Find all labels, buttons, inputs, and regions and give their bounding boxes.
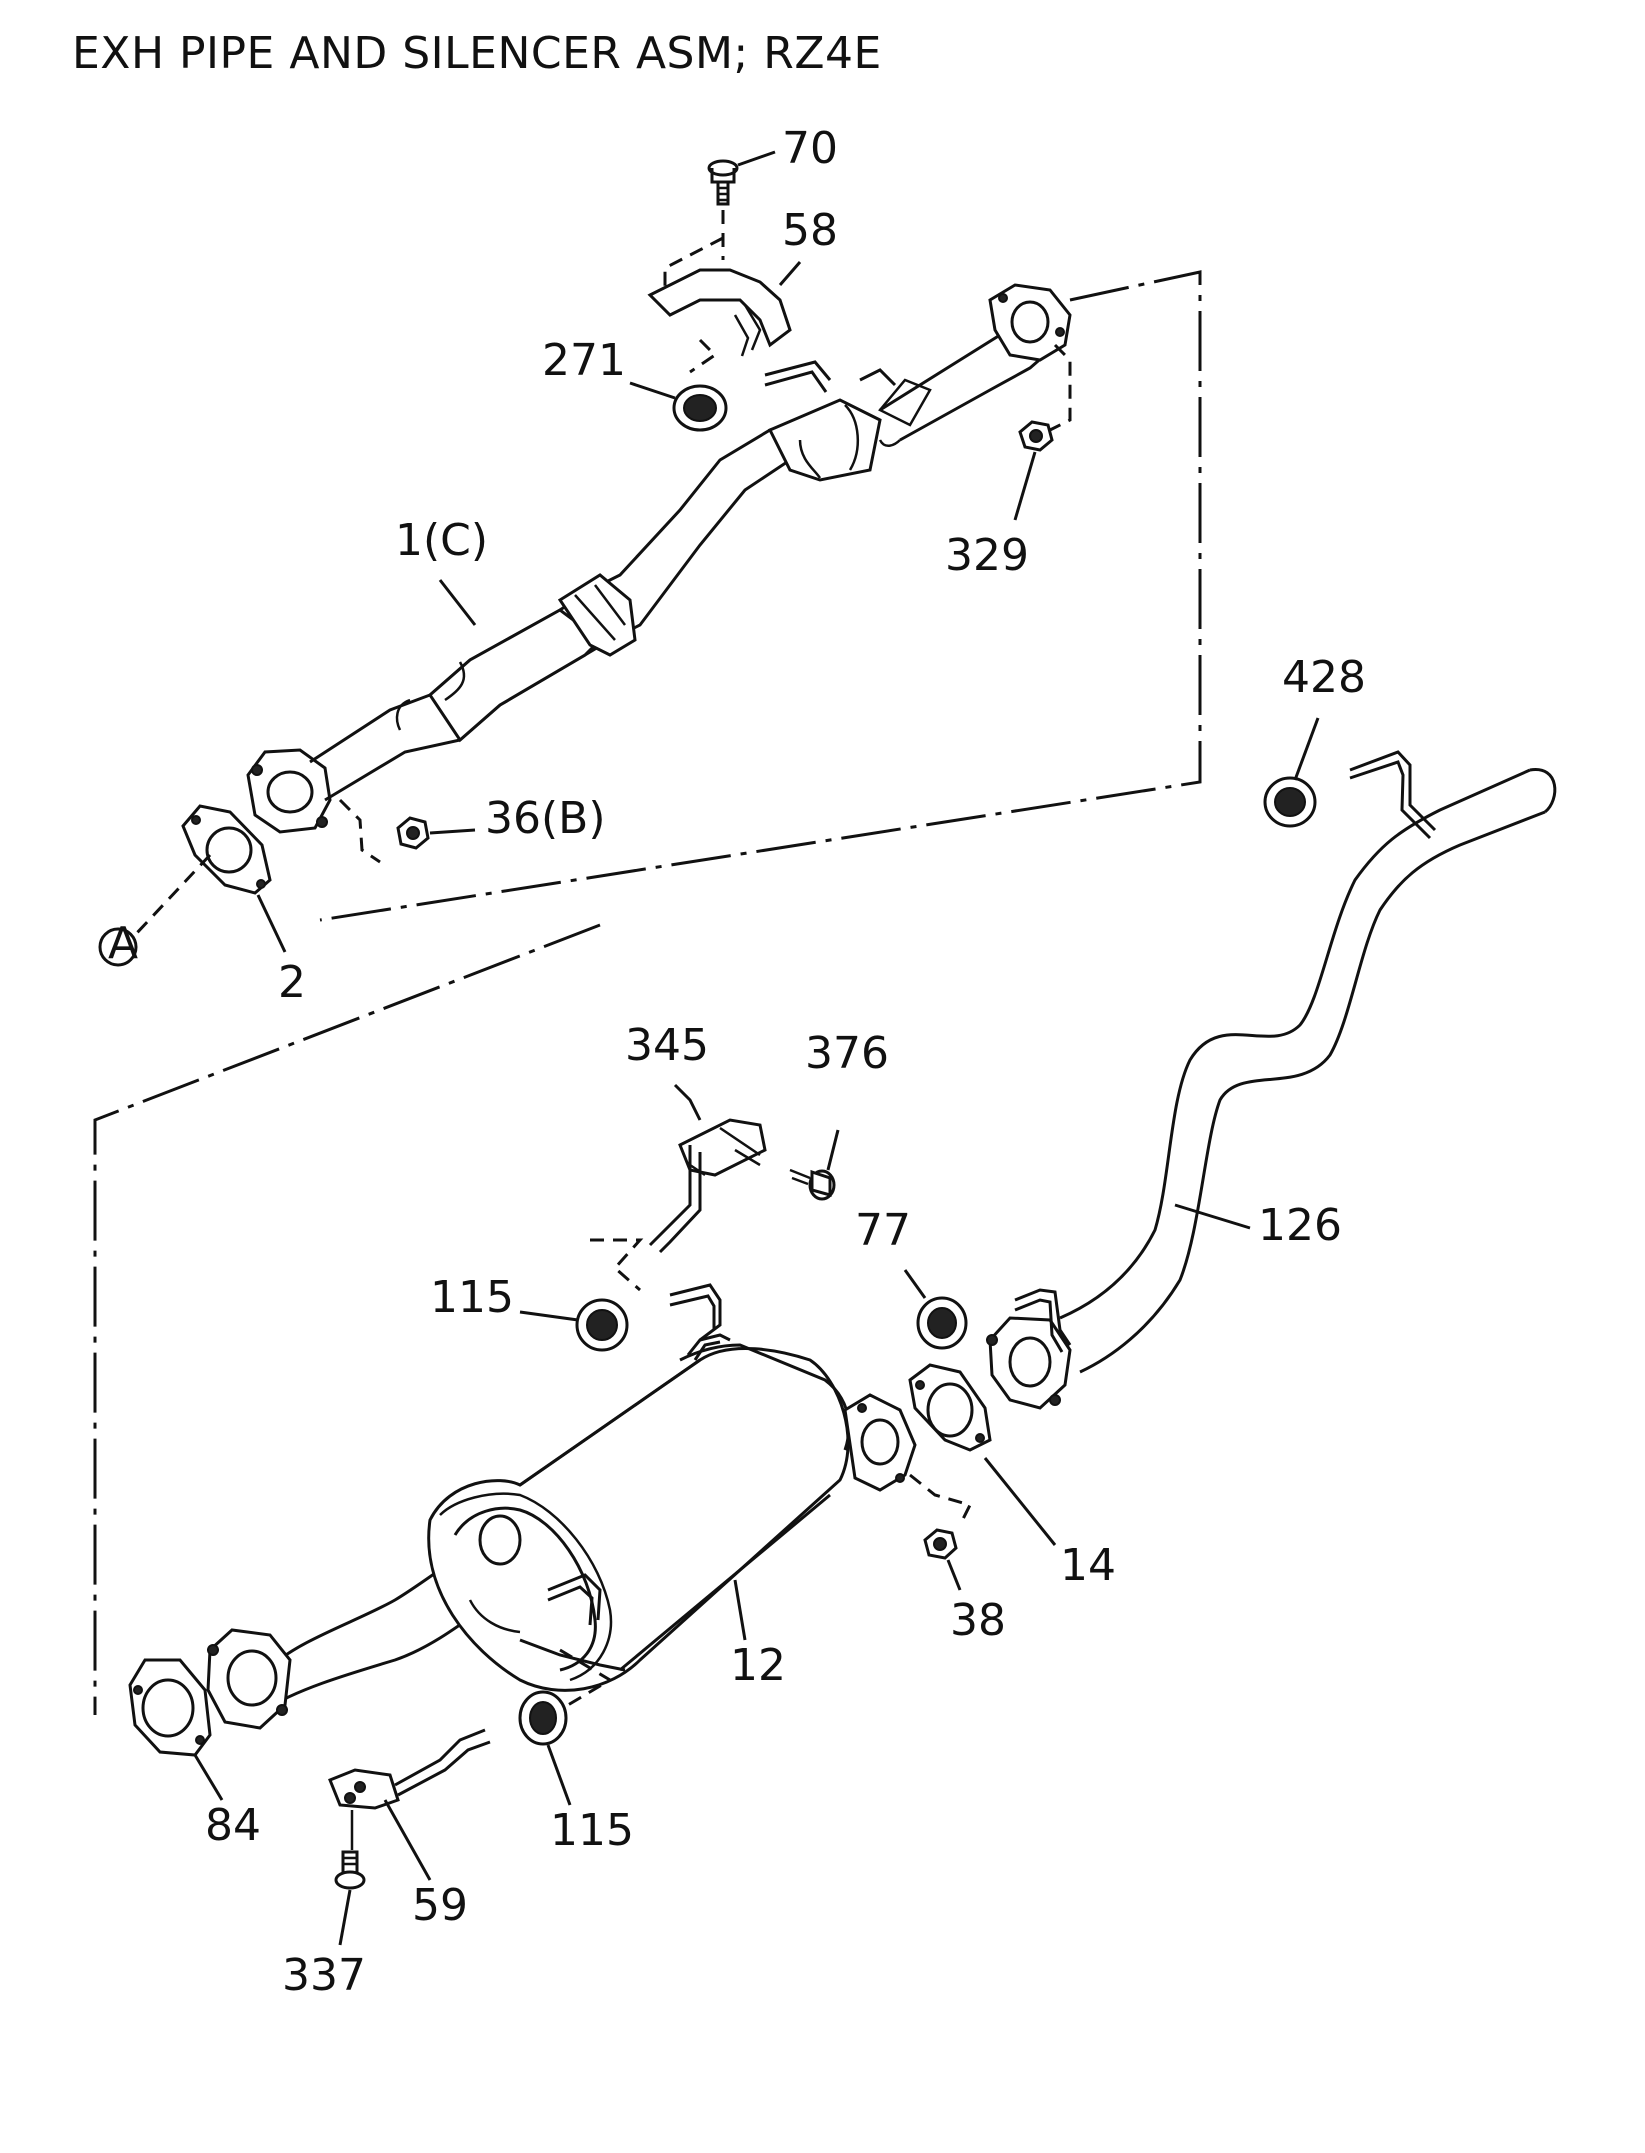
upper-assembly-frame [319, 270, 1202, 922]
callout-36b: 36(B) [485, 793, 606, 844]
callout-38: 38 [950, 1595, 1006, 1646]
nut-38 [923, 1528, 962, 1591]
bolt-70 [707, 150, 776, 206]
callout-58: 58 [782, 205, 838, 256]
rubber-mount-428 [1263, 717, 1437, 840]
callout-115-upper: 115 [430, 1272, 514, 1323]
bracket-345 [648, 1083, 767, 1254]
bolt-376 [789, 1129, 840, 1201]
rubber-mount-115-upper [519, 1238, 722, 1352]
page-title: EXH PIPE AND SILENCER ASM; RZ4E [72, 28, 882, 79]
reference-circle-a [98, 927, 138, 967]
callout-1c: 1(C) [395, 515, 488, 566]
gasket-2 [133, 804, 287, 953]
callout-376: 376 [805, 1028, 889, 1079]
callout-329: 329 [945, 530, 1029, 581]
bracket-58 [647, 210, 802, 357]
lower-assembly-frame [93, 923, 601, 1715]
rubber-mount-77 [903, 1269, 968, 1350]
callout-115-lower: 115 [550, 1805, 634, 1856]
callout-59: 59 [412, 1880, 468, 1931]
gasket-84 [128, 1658, 224, 1801]
bolt-337 [334, 1810, 366, 1946]
rubber-mount-271 [629, 338, 728, 432]
tail-pipe-126 [986, 768, 1557, 1410]
callout-126: 126 [1258, 1200, 1342, 1251]
callout-84: 84 [205, 1800, 261, 1851]
front-pipe-1c [246, 283, 1072, 864]
muffler-12 [206, 1333, 973, 1730]
callout-345: 345 [625, 1020, 709, 1071]
callout-2: 2 [278, 957, 306, 1008]
nut-36b [396, 816, 476, 850]
callout-14: 14 [1060, 1540, 1116, 1591]
callout-70: 70 [782, 123, 838, 174]
callout-12: 12 [730, 1640, 786, 1691]
callout-428: 428 [1282, 652, 1366, 703]
callout-271: 271 [542, 335, 626, 386]
nut-329 [1013, 420, 1054, 521]
rubber-mount-115-lower [518, 1648, 613, 1806]
gasket-14 [908, 1363, 1057, 1546]
callout-337: 337 [282, 1950, 366, 2001]
callout-77: 77 [855, 1205, 911, 1256]
bracket-59 [328, 1728, 491, 1881]
callout-a: A [108, 918, 138, 969]
